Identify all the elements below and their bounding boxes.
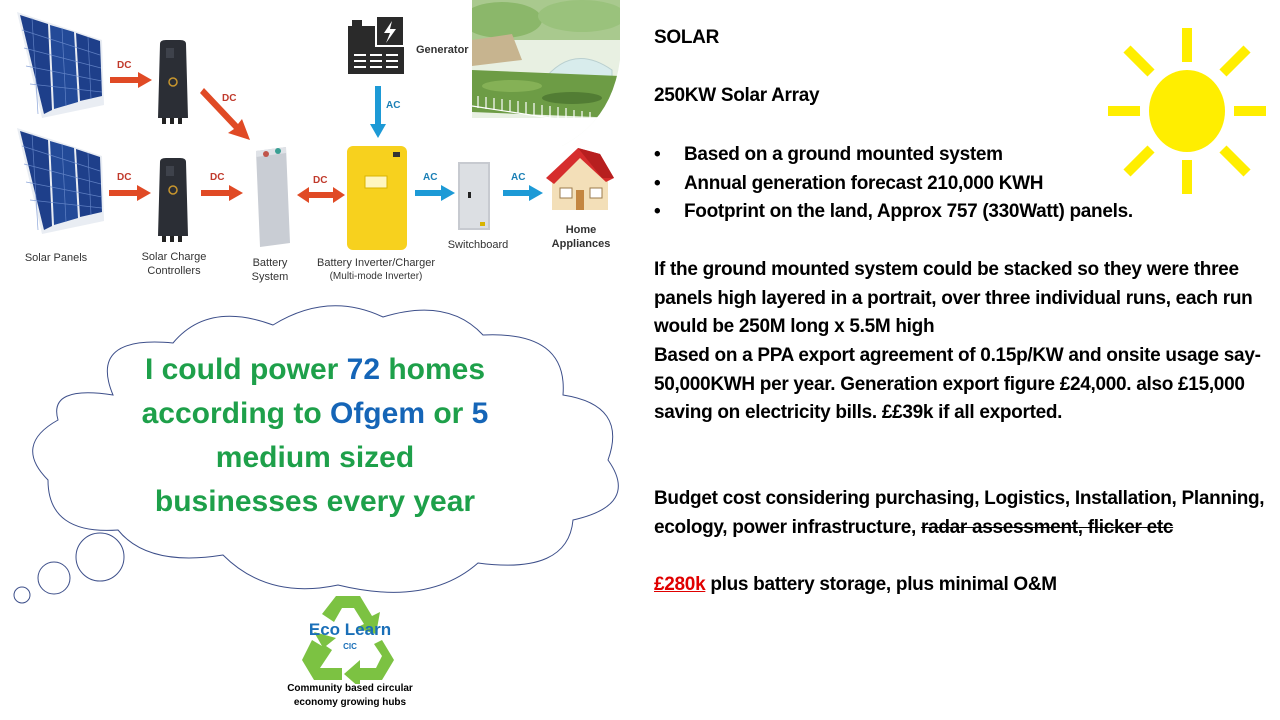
dc-arrow-icon <box>201 185 243 201</box>
logo-tagline: Community based circular economy growing… <box>287 683 413 708</box>
flow-label-dc: DC <box>117 172 132 183</box>
switchboard-icon <box>458 162 490 230</box>
thought-cloud <box>13 305 619 604</box>
bullet-item: Footprint on the land, Approx 757 (330Wa… <box>654 198 1254 227</box>
cloud-line-4: businesses every year <box>154 485 476 518</box>
ac-arrow-icon <box>503 185 543 201</box>
label-switchboard: Switchboard <box>447 239 509 251</box>
struck-text: radar assessment, flicker etc <box>920 516 1174 538</box>
cloud-line-1: I could power 72 homes <box>144 353 486 386</box>
battery-icon <box>256 147 290 247</box>
solar-panel-icon <box>17 12 104 118</box>
ac-arrow-icon <box>415 185 455 201</box>
charge-controller-icon <box>158 158 188 242</box>
solar-system-diagram: Solar Panels DC DC Solar Charge Controll… <box>0 0 640 300</box>
feature-list: Based on a ground mounted system Annual … <box>654 141 1254 227</box>
flow-label-ac: AC <box>423 172 438 183</box>
recycle-icon <box>302 596 394 684</box>
eco-learn-logo: Eco Learn CIC Community based circular e… <box>282 592 418 720</box>
label-generator: Generator <box>416 44 469 56</box>
label-solar-panels: Solar Panels <box>24 252 88 264</box>
label-inverter: Battery Inverter/Charger (Multi-mode Inv… <box>317 257 435 282</box>
dc-bidirectional-arrow-icon <box>297 187 345 203</box>
bullet-item: Annual generation forecast 210,000 KWH <box>654 170 1254 199</box>
ac-arrow-icon <box>370 86 386 138</box>
house-icon <box>546 148 614 210</box>
flow-label-dc: DC <box>313 175 328 186</box>
label-battery-system: Battery System <box>251 257 289 283</box>
heading-solar: SOLAR <box>654 27 720 48</box>
logo-subtitle: CIC <box>343 642 357 651</box>
dc-arrow-icon <box>110 72 152 88</box>
flow-label-dc: DC <box>210 172 225 183</box>
ppa-paragraph: Based on a PPA export agreement of 0.15p… <box>654 345 1261 423</box>
generator-icon <box>348 16 405 74</box>
cloud-line-2: according to Ofgem or 5 <box>141 397 489 430</box>
flow-label-ac: AC <box>386 100 401 111</box>
inverter-icon <box>347 146 407 250</box>
price-line: £280k plus battery storage, plus minimal… <box>654 574 1057 595</box>
subheading-array: 250KW Solar Array <box>654 85 820 106</box>
price-value: £280k <box>654 574 706 595</box>
bullet-item: Based on a ground mounted system <box>654 141 1254 170</box>
charge-controller-icon <box>158 40 188 124</box>
label-home-appliances: Home Appliances <box>551 224 611 250</box>
logo-title: Eco Learn <box>308 620 392 639</box>
stacking-paragraph: If the ground mounted system could be st… <box>654 259 1253 337</box>
solar-panel-icon <box>17 128 104 234</box>
flow-label-dc: DC <box>117 60 132 71</box>
budget-paragraph: Budget cost considering purchasing, Logi… <box>654 488 1265 538</box>
dc-arrow-icon <box>200 88 250 140</box>
cloud-message: I could power 72 homes according to Ofge… <box>110 348 520 524</box>
flow-label-dc: DC <box>222 93 237 104</box>
cloud-line-3: medium sized <box>215 441 415 474</box>
label-charge-controllers: Solar Charge Controllers <box>141 251 207 277</box>
garden-illustration <box>472 0 620 146</box>
dc-arrow-icon <box>109 185 151 201</box>
flow-label-ac: AC <box>511 172 526 183</box>
